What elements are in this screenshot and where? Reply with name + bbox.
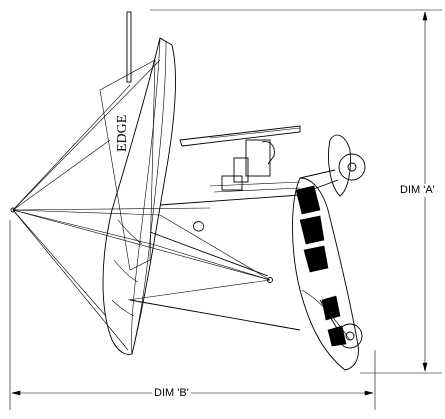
wing-wires	[10, 59, 273, 351]
front-wheel	[319, 299, 363, 349]
fuselage	[292, 177, 359, 371]
rear-wheel	[299, 134, 366, 197]
propeller	[179, 125, 301, 147]
wing-sail: EDGE	[99, 37, 176, 355]
wing-lettering: EDGE	[115, 115, 130, 152]
control-frame	[129, 194, 301, 331]
dim-b-lines	[9, 220, 376, 410]
mast	[126, 11, 132, 83]
engine	[209, 139, 301, 193]
dim-a-label: DIM 'A'	[398, 184, 437, 197]
dim-b-label: DIM 'B'	[152, 387, 191, 400]
